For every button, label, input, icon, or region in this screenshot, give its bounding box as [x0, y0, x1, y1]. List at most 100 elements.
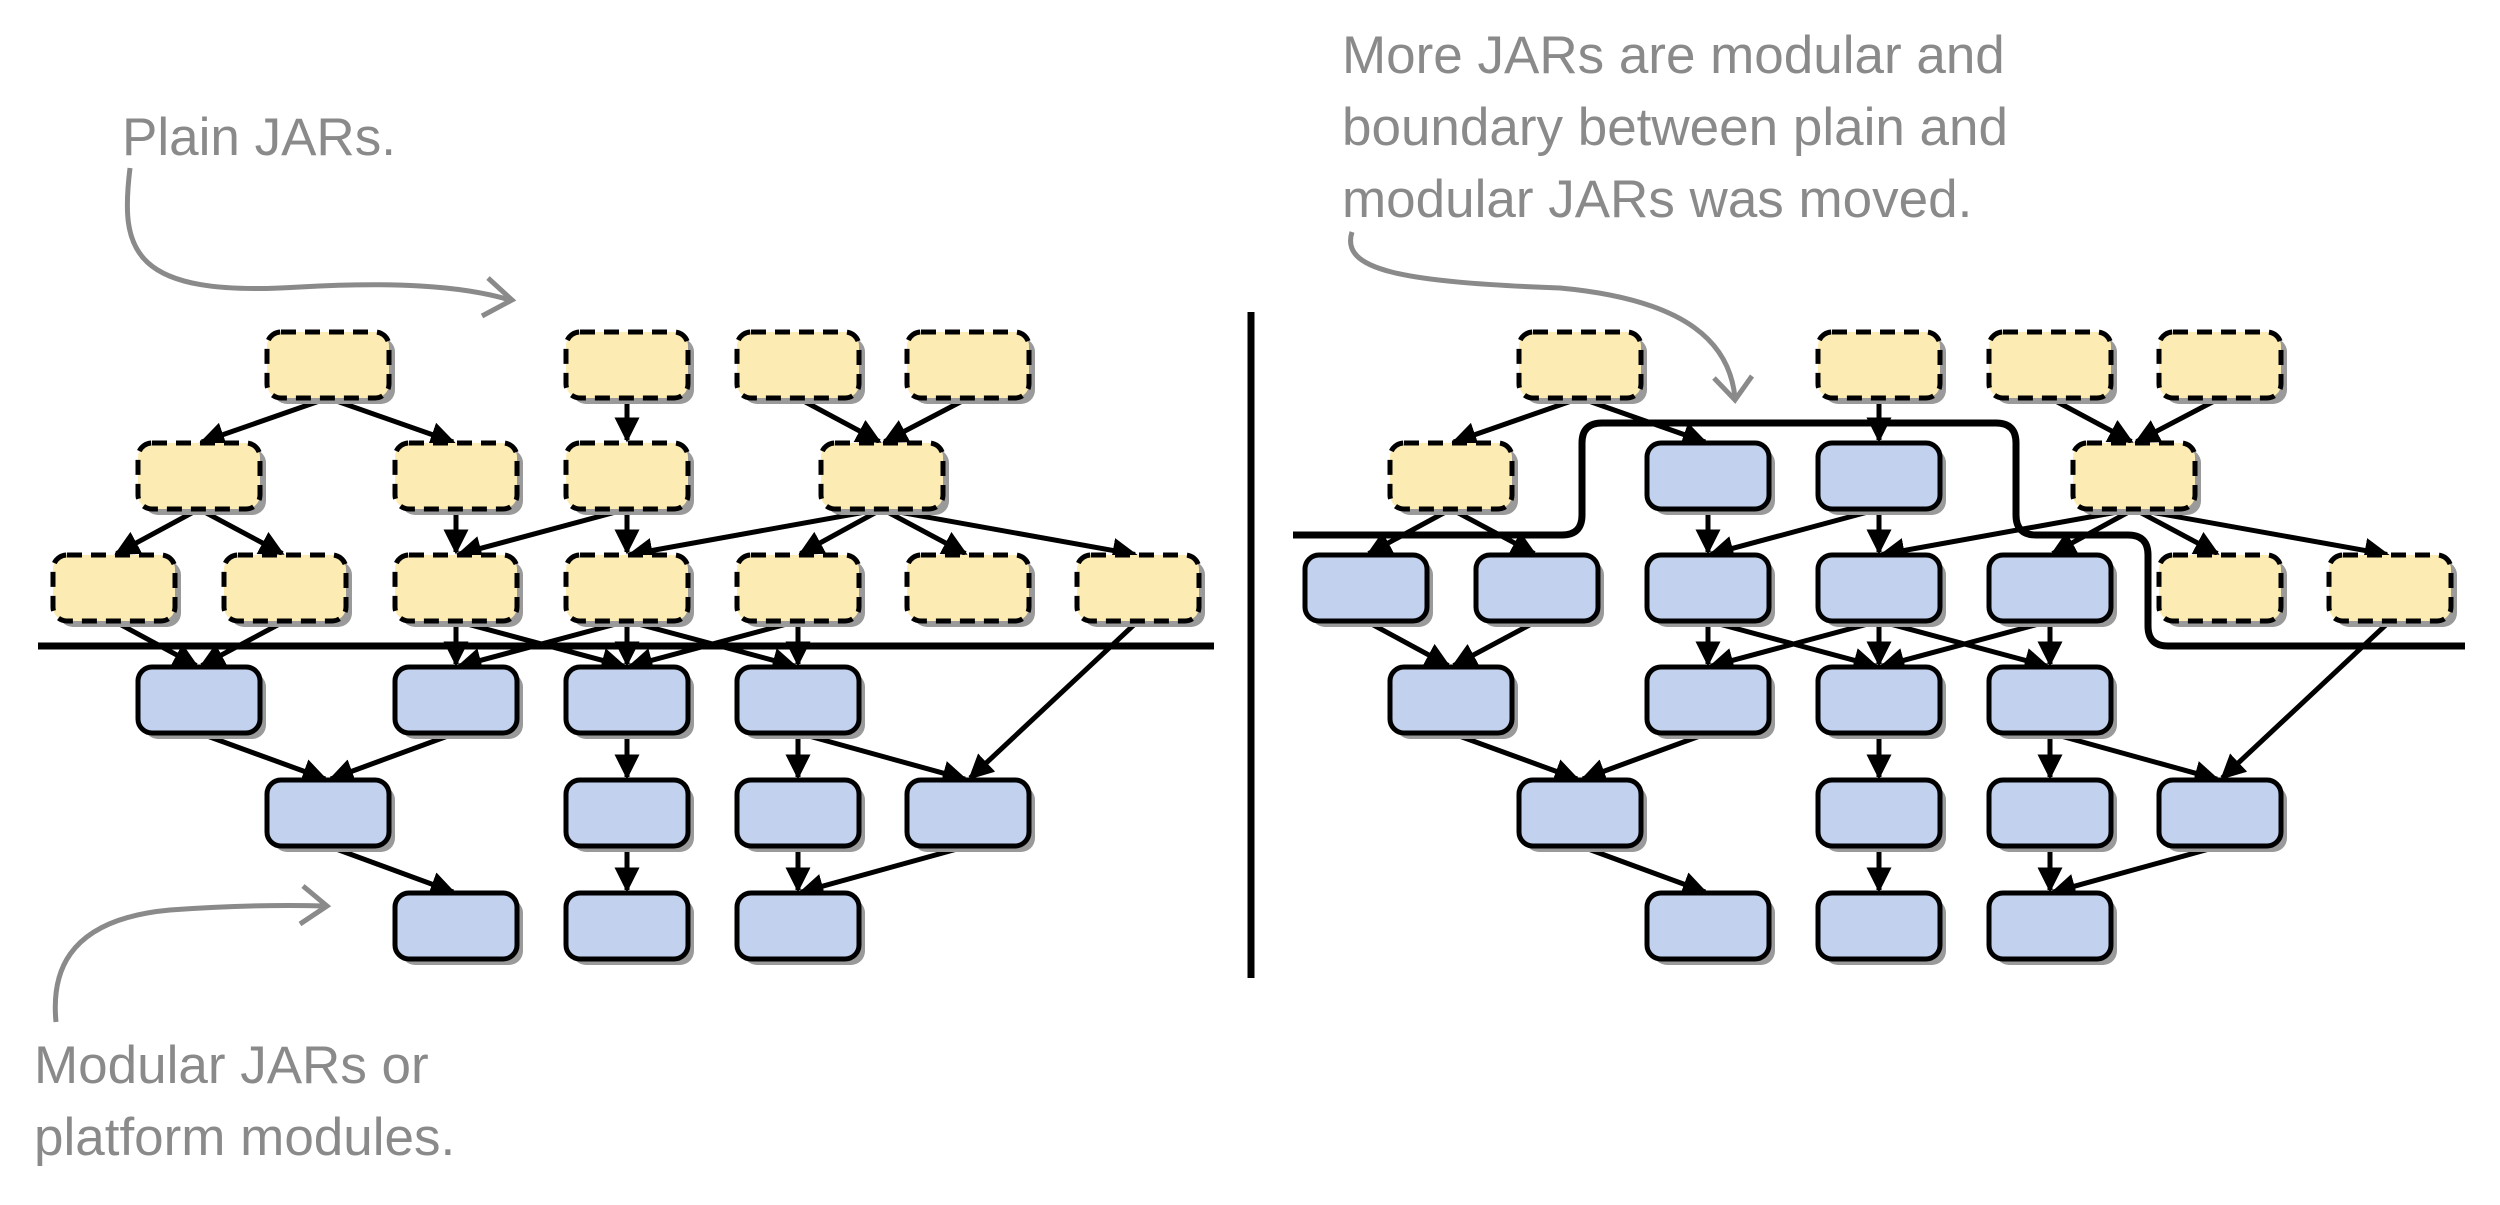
node-box [1074, 552, 1202, 624]
dependency-edge [2132, 506, 2220, 556]
modular-jars-annotation-line: platform modules. [34, 1108, 456, 1167]
node-box [734, 890, 862, 962]
dependency-edge [798, 506, 884, 556]
plain-jar-node [392, 552, 523, 627]
overlay-layer [38, 167, 2465, 1023]
dependency-edge [880, 506, 968, 556]
modular-jar-node [2156, 777, 2287, 852]
plain-jar-node [1516, 329, 1647, 404]
node-box [734, 552, 862, 624]
node-box [221, 552, 349, 624]
node-box [1387, 440, 1515, 512]
moved-boundary-annotation-line: More JARs are modular and [1342, 26, 2005, 85]
node-box [2156, 552, 2284, 624]
node-box [1815, 890, 1943, 962]
modular-jar-node [563, 890, 694, 965]
dependency-edge [327, 395, 456, 447]
modular-jar-node [1302, 552, 1433, 627]
node-box [904, 552, 1032, 624]
modular-jars-annotation: Modular JARs or platform modules. [34, 1030, 455, 1174]
node-box [1516, 777, 1644, 849]
dependency-edge [328, 730, 457, 783]
plain-jar-node [1986, 329, 2117, 404]
dependency-edge [1879, 506, 2135, 563]
modular-jars-callout-arrow [52, 902, 326, 1023]
dependency-edge [198, 730, 328, 784]
dependency-edge [797, 730, 968, 786]
moved-boundary-annotation-line: modular JARs was moved. [1342, 170, 1973, 229]
node-box [1644, 440, 1772, 512]
dependency-edge [1708, 506, 1880, 561]
modular-jar-node [1815, 552, 1946, 627]
node-box [563, 777, 691, 849]
dependency-edge [798, 843, 969, 899]
dependency-edge [456, 506, 628, 561]
node-box [392, 664, 520, 736]
modular-jar-node [734, 890, 865, 965]
dependency-edge [1449, 506, 1537, 556]
node-box [264, 329, 392, 401]
dependency-edge [1364, 618, 1451, 668]
plain-jar-node [2326, 552, 2457, 627]
dependency-edge [2134, 395, 2222, 444]
dependency-edge [2048, 395, 2134, 444]
node-box [1815, 664, 1943, 736]
modular-jar-node [1387, 664, 1518, 739]
modular-jar-node [1815, 440, 1946, 515]
node-box [904, 777, 1032, 849]
modular-jars-callout-arrowhead [298, 884, 332, 927]
dependency-edge [1708, 618, 1880, 673]
node-box [1986, 777, 2114, 849]
modular-jar-node [1986, 777, 2117, 852]
dependency-edge [1580, 730, 1709, 783]
dependency-edge [1579, 843, 1708, 896]
node-box [50, 552, 178, 624]
dependency-edge [114, 506, 201, 556]
node-box [818, 440, 946, 512]
dependency-edge [1366, 506, 1453, 556]
modular-jar-node [1644, 890, 1775, 965]
plain-jar-node [221, 552, 352, 627]
plain-jars-callout-arrow [124, 167, 511, 303]
node-box [563, 329, 691, 401]
node-box [1644, 890, 1772, 962]
plain-jar-node [563, 552, 694, 627]
modular-jar-node [734, 664, 865, 739]
node-box [264, 777, 392, 849]
node-box [1815, 329, 1943, 401]
plain-jar-node [734, 329, 865, 404]
plain-jar-node [50, 552, 181, 627]
plain-jar-node [1387, 440, 1518, 515]
plain-jar-node [904, 329, 1035, 404]
node-box [1986, 552, 2114, 624]
plain-jar-node [563, 329, 694, 404]
dependency-edge [197, 506, 285, 556]
node-box [1644, 552, 1772, 624]
dependency-edge [1451, 618, 1539, 668]
node-box [2326, 552, 2454, 624]
dependency-edge [327, 843, 456, 896]
node-box [563, 890, 691, 962]
modular-jar-node [904, 777, 1035, 852]
modular-jar-node [563, 777, 694, 852]
dependency-edge [2050, 843, 2221, 899]
modular-jar-node [1815, 890, 1946, 965]
moved-boundary-annotation-line: boundary between plain and [1342, 98, 2008, 157]
dependency-edge [1450, 730, 1580, 784]
plain-jar-node [1074, 552, 1205, 627]
plain-jar-node [1815, 329, 1946, 404]
plain-jar-node [135, 440, 266, 515]
modular-jar-node [392, 890, 523, 965]
dependency-edge [882, 395, 970, 444]
plain-jar-node [563, 440, 694, 515]
dependency-edge [2050, 506, 2136, 556]
node-box [392, 440, 520, 512]
modular-jar-node [1815, 664, 1946, 739]
node-box [563, 440, 691, 512]
node-box [1986, 890, 2114, 962]
dependency-edge [199, 395, 329, 447]
node-box [1815, 440, 1943, 512]
dependency-edge [881, 506, 1138, 563]
